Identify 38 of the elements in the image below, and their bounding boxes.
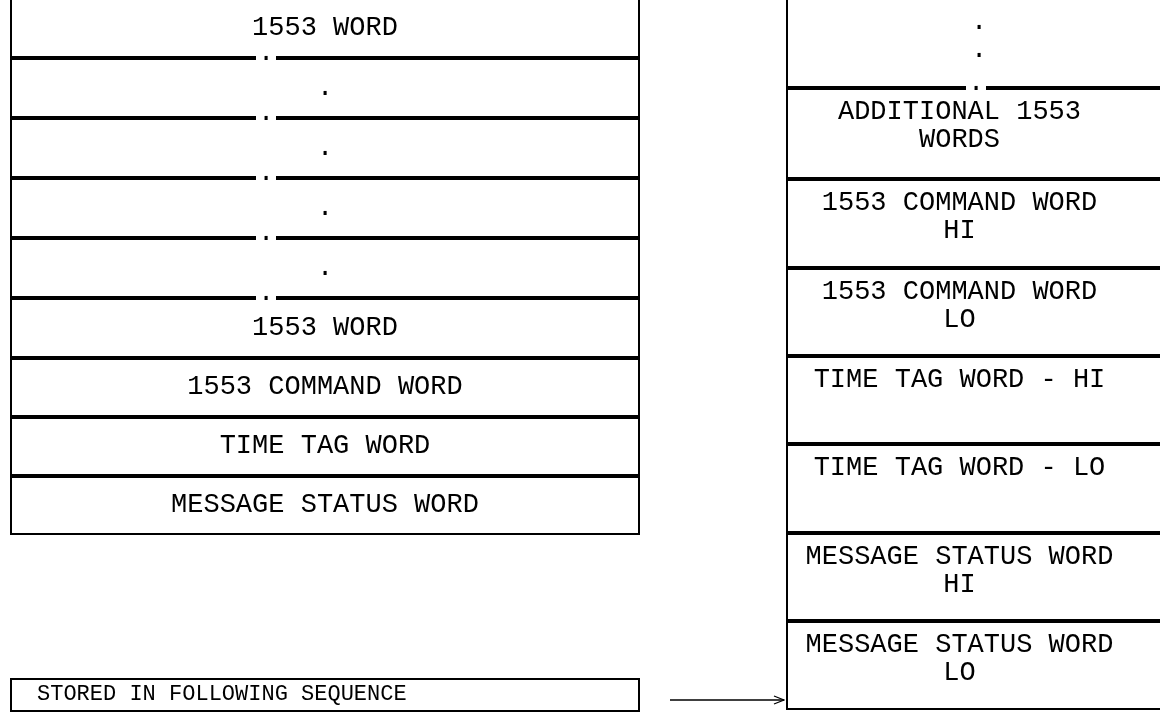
word-label: 1553 WORD — [252, 13, 398, 43]
arrow — [669, 695, 785, 705]
memory-word-box — [786, 0, 1160, 88]
word-label: ADDITIONAL 1553 WORDS — [836, 98, 1082, 155]
word-label: MESSAGE STATUS WORD LO — [804, 631, 1115, 688]
ellipsis-dot: . — [316, 193, 334, 223]
word-label: TIME TAG WORD - HI — [812, 366, 1107, 395]
note-box — [10, 678, 640, 712]
memory-word-box — [786, 444, 1160, 533]
word-label: TIME TAG WORD — [219, 432, 431, 461]
memory-word-box — [10, 58, 640, 118]
word-label: 1553 WORD — [252, 313, 398, 343]
memory-word-box — [786, 179, 1160, 268]
memory-word-box — [10, 358, 640, 417]
memory-word-box — [10, 178, 640, 238]
memory-word-box — [10, 238, 640, 298]
memory-word-box — [10, 417, 640, 476]
word-label: STORED IN FOLLOWING SEQUENCE — [37, 684, 407, 706]
memory-word-box — [10, 0, 640, 58]
word-label: 1553 COMMAND WORD LO — [820, 278, 1099, 335]
ellipsis-dot: . — [316, 253, 334, 283]
ellipsis-dot: . — [969, 8, 989, 37]
ellipsis-dot: . — [316, 73, 334, 103]
memory-word-box — [786, 533, 1160, 621]
memory-word-box — [786, 268, 1160, 356]
word-label: 1553 COMMAND WORD HI — [820, 189, 1099, 246]
memory-word-box — [786, 621, 1160, 710]
ellipsis-dot: . — [316, 133, 334, 163]
memory-word-box — [786, 356, 1160, 444]
word-label: 1553 COMMAND WORD — [187, 373, 463, 402]
memory-word-box — [786, 88, 1160, 179]
memory-word-box — [10, 298, 640, 358]
word-label: MESSAGE STATUS WORD HI — [804, 543, 1115, 600]
word-label: MESSAGE STATUS WORD — [171, 491, 479, 520]
word-label: TIME TAG WORD - LO — [812, 454, 1107, 483]
memory-word-box — [10, 118, 640, 178]
ellipsis-dot: . — [969, 36, 989, 65]
memory-word-box — [10, 476, 640, 535]
